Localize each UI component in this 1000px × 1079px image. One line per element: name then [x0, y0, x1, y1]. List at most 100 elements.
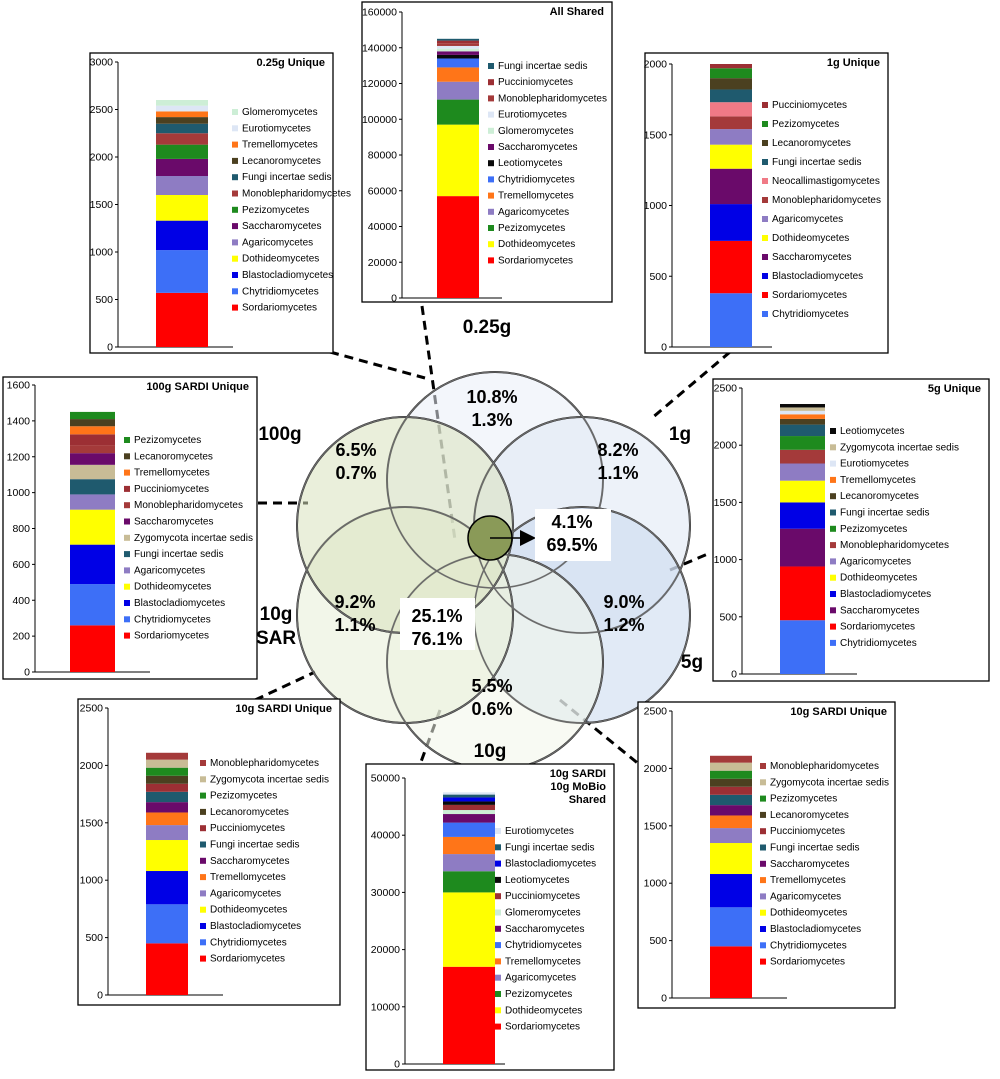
y-tick-label: 2000 — [90, 152, 114, 164]
bar-segment-blastocladiomycetes — [710, 204, 752, 241]
legend-swatch — [488, 144, 494, 150]
legend-label: Chytridiomycetes — [505, 940, 582, 951]
legend-swatch — [495, 893, 501, 900]
legend-label: Zygomycota incertae sedis — [210, 774, 329, 785]
legend-label: Sordariomycetes — [840, 622, 915, 633]
region-value-r1: 1.1% — [597, 463, 638, 483]
bar-segment-glomeromycetes — [156, 100, 208, 106]
region-value-r025: 10.8% — [466, 387, 517, 407]
bar-segment-blastocladiomycetes — [443, 797, 495, 802]
y-tick-label: 1500 — [714, 497, 738, 509]
region-value-r1: 8.2% — [597, 440, 638, 460]
legend-swatch — [232, 157, 238, 164]
bar-segment-eurotiomycetes — [443, 792, 495, 795]
bar-segment-chytridiomycetes — [437, 58, 479, 68]
legend-swatch — [762, 140, 768, 146]
bar-segment-tremellomycetes — [156, 111, 208, 118]
y-tick-label: 120000 — [362, 78, 397, 90]
bar-segment-tremellomycetes — [437, 67, 479, 82]
bar-segment-agaricomycetes — [780, 463, 825, 481]
legend-swatch — [124, 616, 130, 623]
bar-segment-agaricomycetes — [443, 854, 495, 872]
bar-segment-sordariomycetes — [443, 966, 495, 1064]
legend-swatch — [232, 141, 238, 148]
legend-swatch — [830, 542, 836, 549]
legend-label: Zygomycota incertae sedis — [134, 533, 253, 544]
legend-swatch — [200, 825, 206, 832]
bar-segment-neocallimastigomycetes — [710, 102, 752, 117]
bar-segment-agaricomycetes — [437, 81, 479, 100]
legend-swatch — [495, 925, 501, 932]
chart-frame — [637, 701, 896, 1009]
bar-segment-zygomycota-incertae-sedis — [146, 759, 188, 768]
legend-label: Saccharomycetes — [770, 859, 849, 870]
y-tick-label: 0 — [731, 669, 737, 681]
legend-label: Sordariomycetes — [134, 631, 209, 642]
y-tick-label: 2500 — [80, 703, 104, 715]
venn-outline-p10sar — [296, 506, 514, 724]
y-tick-label: 0 — [394, 1059, 400, 1071]
legend-swatch — [495, 958, 501, 965]
legend-label: Agaricomycetes — [505, 973, 576, 984]
bar-segment-pucciniomycetes — [70, 434, 115, 446]
bar-segment-monoblepharidomycetes — [710, 116, 752, 130]
bar-segment-blastocladiomycetes — [780, 502, 825, 529]
bar-segment-blastocladiomycetes — [156, 220, 208, 251]
legend-label: Fungi incertae sedis — [210, 840, 300, 851]
y-tick-label: 1500 — [90, 199, 114, 211]
bar-segment-lecanoromycetes — [710, 78, 752, 90]
bar-segment-sordariomycetes — [710, 946, 752, 998]
legend-swatch — [200, 760, 206, 766]
legend-label: Chytridiomycetes — [772, 309, 849, 320]
legend-label: Pezizomycetes — [840, 524, 907, 535]
legend-label: Zygomycota incertae sedis — [770, 777, 889, 788]
legend-swatch — [488, 160, 494, 167]
y-tick-label: 1200 — [7, 451, 31, 463]
legend-label: Pucciniomycetes — [505, 891, 580, 902]
center-arrow-head — [520, 530, 536, 546]
bar-segment-sordariomycetes — [70, 625, 115, 672]
legend-label: Saccharomycetes — [498, 142, 577, 153]
bar-segment-dothideomycetes — [710, 144, 752, 169]
legend-swatch — [762, 197, 768, 203]
chart-title: 10g MoBio — [550, 781, 606, 793]
bar-segment-lecanoromycetes — [780, 418, 825, 425]
legend-label: Monoblepharidomycetes — [840, 540, 949, 551]
y-tick-label: 0 — [661, 993, 667, 1005]
bar-segment-monoblepharidomycetes — [146, 752, 188, 760]
legend-swatch — [232, 125, 238, 132]
connector-line — [329, 350, 426, 380]
legend-swatch — [760, 877, 766, 884]
legend-label: Pezizomycetes — [505, 989, 572, 1000]
legend-swatch — [124, 600, 130, 606]
legend-swatch — [232, 288, 238, 295]
legend-label: Dothideomycetes — [772, 233, 849, 244]
legend-label: Pezizomycetes — [210, 791, 277, 802]
legend-swatch — [200, 874, 206, 881]
legend-swatch — [760, 795, 766, 802]
chart-frame — [2, 376, 258, 680]
legend-label: Agaricomycetes — [840, 556, 911, 567]
bar-segment-chytridiomycetes — [710, 907, 752, 947]
petal-label-p10sar: 10g — [260, 604, 293, 625]
legend-label: Saccharomycetes — [210, 856, 289, 867]
legend-label: Sordariomycetes — [505, 1022, 580, 1033]
y-tick-label: 0 — [661, 342, 667, 354]
bar-segment-leotiomycetes — [780, 404, 825, 408]
legend-swatch — [124, 583, 130, 590]
bar-segment-fungi-incertae-sedis — [146, 791, 188, 803]
bar-segment-dothideomycetes — [156, 195, 208, 221]
legend-label: Tremellomycetes — [134, 468, 210, 479]
y-tick-label: 0 — [97, 990, 103, 1002]
y-tick-label: 160000 — [362, 7, 397, 19]
region-value-r100: 0.7% — [335, 463, 376, 483]
bar-segment-tremellomycetes — [70, 426, 115, 435]
legend-label: Fungi incertae sedis — [840, 508, 930, 519]
legend-swatch — [830, 444, 836, 451]
legend-label: Tremellomycetes — [498, 191, 574, 202]
y-tick-label: 2000 — [714, 440, 738, 452]
y-tick-label: 140000 — [362, 42, 397, 54]
y-tick-label: 500 — [719, 611, 737, 623]
legend-label: Monoblepharidomycetes — [242, 189, 351, 200]
legend-label: Fungi incertae sedis — [505, 842, 595, 853]
